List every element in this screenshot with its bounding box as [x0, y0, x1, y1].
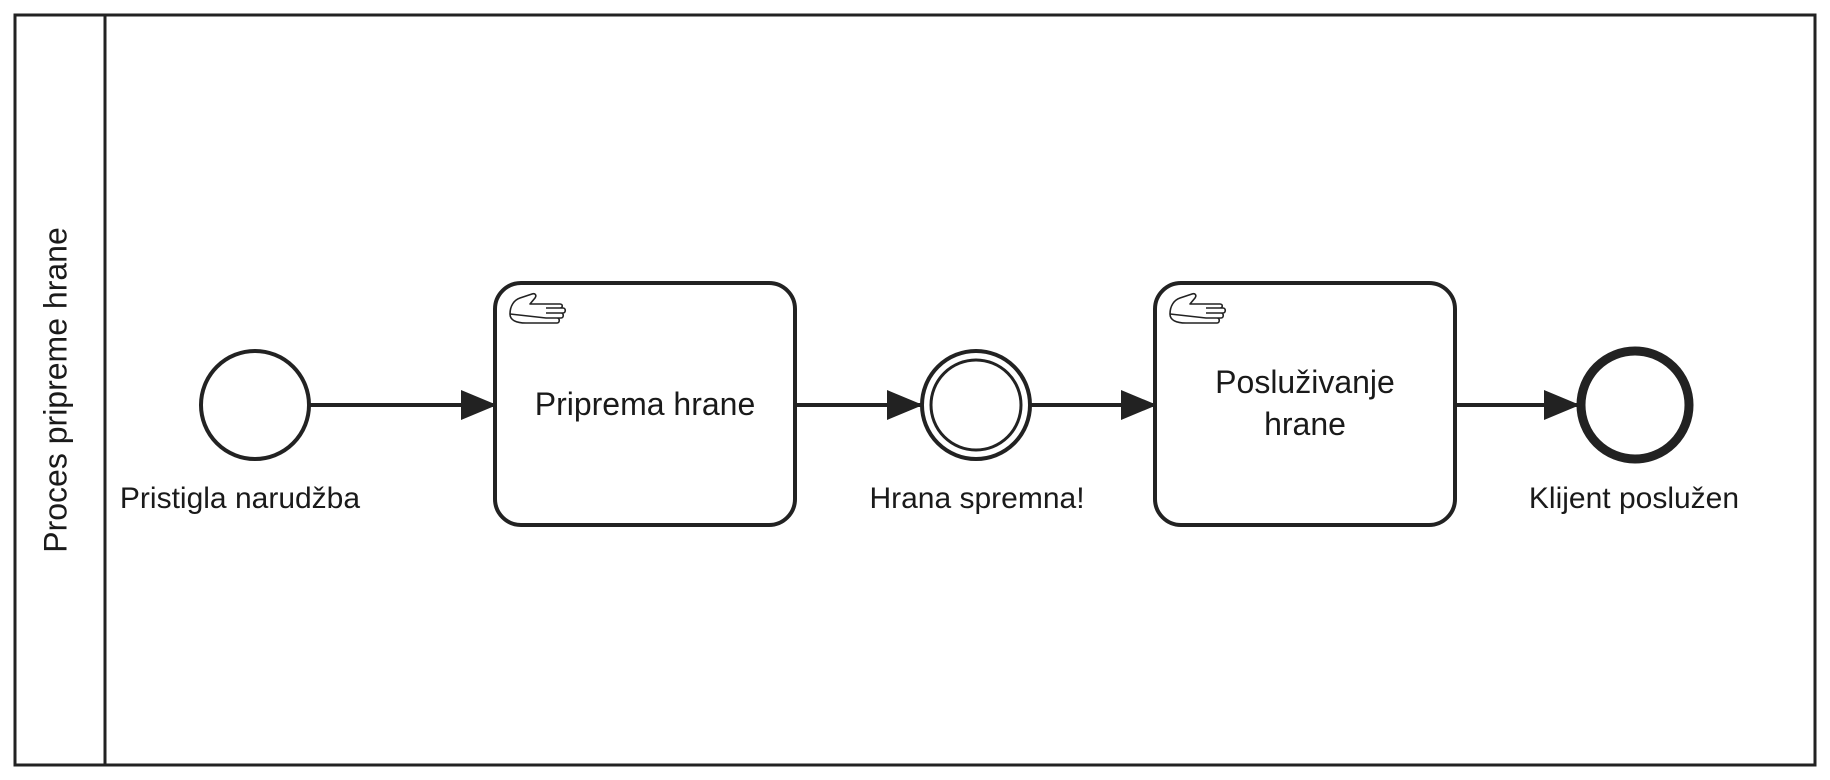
hand-icon: [509, 292, 567, 324]
intermediate-event-label: Hrana spremna!: [869, 482, 1084, 515]
hand-icon: [1169, 292, 1227, 324]
start-event[interactable]: [199, 349, 311, 461]
end-event-label: Klijent poslužen: [1529, 482, 1739, 515]
start-event-label: Pristigla narudžba: [120, 482, 360, 515]
pool-label: Proces pripreme hrane: [37, 227, 73, 552]
end-event[interactable]: [1576, 346, 1694, 464]
task-posluzivanje-hrane-label-line1: Posluživanje: [1215, 364, 1395, 400]
intermediate-event[interactable]: [920, 349, 1032, 461]
task-posluzivanje-hrane[interactable]: Posluživanje hrane: [1153, 281, 1457, 527]
task-priprema-hrane[interactable]: Priprema hrane: [493, 281, 797, 527]
task-posluzivanje-hrane-label-line2: hrane: [1264, 406, 1346, 442]
task-priprema-hrane-label: Priprema hrane: [535, 386, 756, 422]
